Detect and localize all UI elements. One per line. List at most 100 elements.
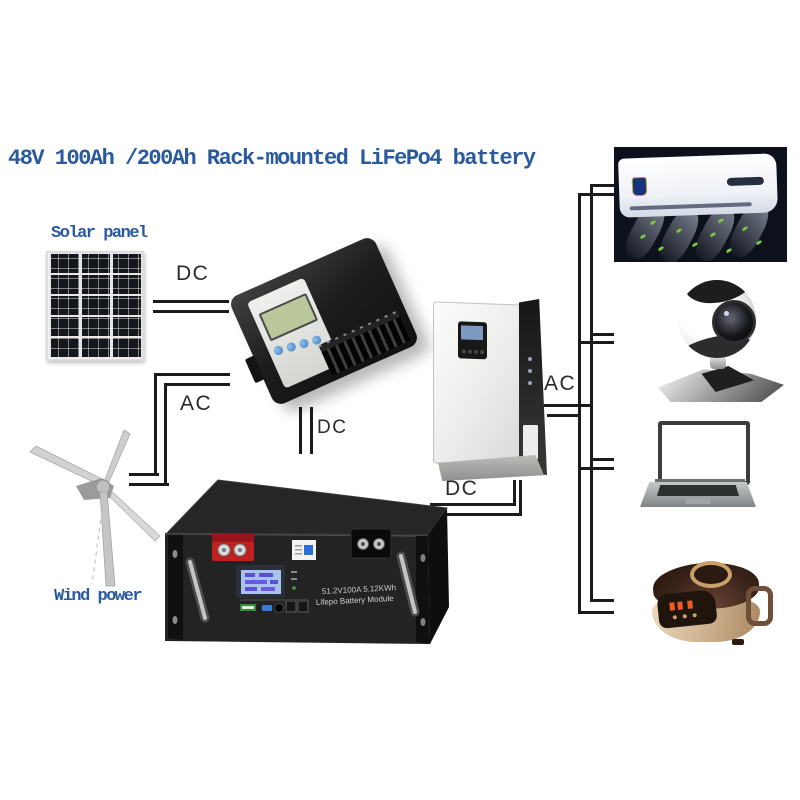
- ac-badge: [631, 176, 648, 197]
- charge-controller-illustration: [227, 234, 421, 408]
- battery-label-sticker: [292, 540, 316, 560]
- wire-segment: [519, 480, 522, 516]
- inverter-button: [468, 349, 472, 354]
- rj45-port: [297, 600, 309, 613]
- inverter-display: [458, 321, 487, 360]
- battery-spec-text: 51.2V100A 5.12KWh: [322, 583, 397, 596]
- battery-power-connector: [212, 534, 254, 561]
- inverter-button: [474, 349, 478, 354]
- rack-ear-right: [416, 536, 430, 644]
- ac-display: [726, 176, 765, 186]
- hybrid-inverter-illustration: [433, 299, 547, 481]
- wire-segment: [578, 193, 581, 613]
- status-led: [528, 381, 532, 385]
- lens-glint: [724, 311, 729, 316]
- terminal-block: [319, 312, 411, 376]
- wind-turbine-illustration: [29, 429, 161, 587]
- wire-label-dc: DC: [176, 262, 210, 285]
- mounting-tab: [244, 355, 265, 384]
- wire-label-dc: DC: [317, 417, 348, 438]
- laptop-base: [640, 482, 756, 507]
- controller-button: [298, 337, 310, 350]
- wire-label-ac: AC: [544, 372, 577, 395]
- battery-top-face: [167, 480, 447, 535]
- inverter-button: [462, 349, 466, 354]
- webcam-neck: [710, 356, 726, 369]
- wire-segment: [129, 473, 159, 476]
- inverter-front: [433, 301, 523, 467]
- cooker-digit: [677, 601, 684, 610]
- wire-segment: [310, 407, 313, 454]
- turbine-tower: [99, 491, 116, 587]
- cooker-control-panel: [656, 589, 718, 629]
- wire-segment: [154, 373, 157, 476]
- battery-lcd: [236, 565, 285, 598]
- turbine-guy-line: [91, 495, 105, 585]
- wire-segment: [164, 383, 230, 386]
- wire-segment: [153, 300, 229, 303]
- cooker-handle: [746, 586, 773, 626]
- battery-right-face: [428, 508, 449, 644]
- rack-battery-illustration: 51.2V100A 5.12KWh Lifepo Battery Module: [164, 479, 449, 644]
- wire-segment: [164, 383, 167, 486]
- wire-segment: [578, 611, 614, 614]
- cooker-button: [682, 614, 687, 619]
- laptop-touchpad: [685, 498, 711, 504]
- laptop-illustration: [640, 418, 756, 508]
- page-title: 48V 100Ah /200Ah Rack-mounted LiFePo4 ba…: [8, 146, 536, 171]
- ac-vent: [629, 202, 752, 211]
- wire-segment: [578, 341, 614, 344]
- laptop-keyboard: [657, 485, 739, 496]
- wire-segment: [153, 310, 229, 313]
- webcam-illustration: [656, 278, 790, 404]
- controller-button: [285, 341, 298, 354]
- wire-segment: [540, 404, 593, 407]
- wire-segment: [590, 184, 593, 601]
- wire-segment: [590, 599, 614, 602]
- controller-lcd: [258, 292, 319, 342]
- controller-button: [272, 344, 285, 357]
- rack-ear-left: [168, 535, 183, 640]
- inverter-screen: [461, 325, 483, 341]
- inverter-button: [480, 350, 484, 355]
- wire-segment: [590, 184, 614, 187]
- battery-handle-right: [399, 554, 417, 614]
- laptop-screen: [658, 421, 750, 485]
- status-led: [528, 357, 532, 361]
- battery-terminal-block: [350, 528, 392, 559]
- webcam-lens: [712, 300, 756, 344]
- wire-segment: [578, 193, 614, 196]
- cooker-digit: [687, 600, 693, 609]
- wire-segment: [154, 373, 230, 376]
- cooker-dial: [690, 561, 732, 588]
- wire-segment: [432, 513, 522, 516]
- air-conditioner-illustration: [614, 147, 787, 262]
- solar-panel-illustration: [46, 251, 144, 361]
- wire-segment: [578, 467, 614, 470]
- rj45-port: [285, 600, 297, 613]
- battery-handle-left: [188, 560, 207, 620]
- wire-segment: [299, 407, 302, 454]
- wire-segment: [513, 480, 516, 506]
- cooker-digit: [669, 602, 676, 611]
- inverter-side-panel: [519, 299, 547, 475]
- wire-segment: [430, 503, 516, 506]
- wire-segment: [590, 333, 614, 336]
- laptop-hinge: [655, 479, 745, 483]
- rice-cooker-illustration: [648, 560, 773, 646]
- battery-module-text: Lifepo Battery Module: [316, 594, 395, 607]
- cooker-button: [672, 615, 678, 620]
- wire-label-ac: AC: [180, 392, 213, 415]
- wire-segment: [547, 414, 581, 417]
- ac-unit-body: [618, 153, 778, 218]
- battery-ports: [240, 599, 309, 613]
- cooker-foot: [732, 639, 744, 645]
- wind-power-label: Wind power: [54, 587, 143, 606]
- wire-segment: [590, 458, 614, 461]
- solar-panel-label: Solar panel: [51, 224, 148, 243]
- cooker-button: [692, 613, 697, 618]
- status-led: [528, 369, 532, 373]
- wire-segment: [129, 483, 169, 486]
- wire-label-dc: DC: [445, 477, 479, 500]
